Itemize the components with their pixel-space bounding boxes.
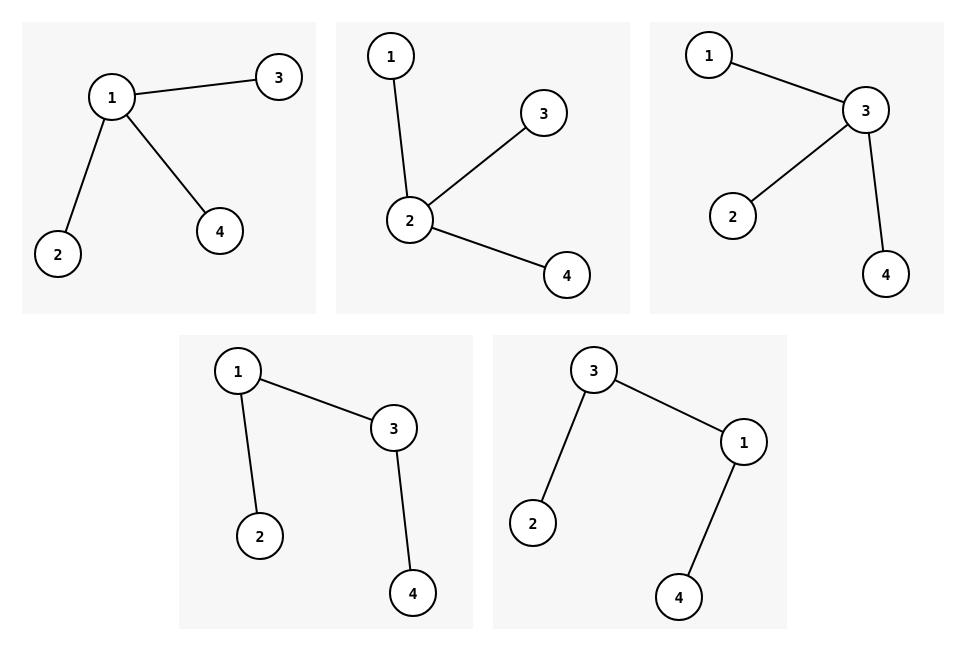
node-4: 4 bbox=[196, 207, 244, 255]
node-label: 3 bbox=[389, 420, 398, 438]
edge-1-3 bbox=[708, 54, 867, 111]
node-label: 3 bbox=[589, 362, 598, 380]
node-circle bbox=[389, 569, 437, 617]
edge-3-4 bbox=[865, 109, 887, 275]
node-4: 4 bbox=[389, 569, 437, 617]
node-circle bbox=[370, 404, 418, 452]
node-circle bbox=[509, 499, 557, 547]
node-label: 1 bbox=[386, 48, 395, 66]
node-circle bbox=[685, 31, 733, 79]
node-4: 4 bbox=[655, 573, 703, 621]
node-3: 3 bbox=[570, 346, 618, 394]
node-label: 3 bbox=[861, 102, 870, 120]
node-label: 1 bbox=[233, 363, 242, 381]
node-circle bbox=[214, 347, 262, 395]
node-circle bbox=[88, 73, 136, 121]
edge-1-4 bbox=[678, 441, 745, 598]
node-label: 1 bbox=[739, 434, 748, 452]
node-circle bbox=[570, 346, 618, 394]
node-2: 2 bbox=[709, 192, 757, 240]
node-circle bbox=[367, 32, 415, 80]
node-label: 2 bbox=[255, 528, 264, 546]
edge-1-4 bbox=[111, 96, 221, 232]
edge-1-2 bbox=[390, 55, 411, 221]
node-circle bbox=[720, 418, 768, 466]
edge-1-2 bbox=[57, 96, 113, 255]
node-2: 2 bbox=[509, 499, 557, 547]
edge-3-1 bbox=[593, 369, 745, 443]
node-4: 4 bbox=[862, 250, 910, 298]
node-circle bbox=[842, 86, 890, 134]
node-4: 4 bbox=[543, 251, 591, 299]
node-label: 3 bbox=[274, 69, 283, 87]
edge-3-2 bbox=[532, 369, 595, 524]
graph-panel-5: 1 2 3 4 bbox=[493, 335, 787, 629]
node-circle bbox=[34, 230, 82, 278]
node-label: 4 bbox=[215, 223, 224, 241]
node-label: 4 bbox=[881, 266, 890, 284]
node-circle bbox=[236, 512, 284, 560]
node-1: 1 bbox=[685, 31, 733, 79]
node-label: 4 bbox=[674, 589, 683, 607]
node-label: 4 bbox=[562, 267, 571, 285]
node-1: 1 bbox=[367, 32, 415, 80]
node-1: 1 bbox=[88, 73, 136, 121]
node-label: 1 bbox=[107, 89, 116, 107]
node-1: 1 bbox=[214, 347, 262, 395]
node-2: 2 bbox=[34, 230, 82, 278]
graph-panel-3: 1 2 3 4 bbox=[650, 22, 944, 314]
node-label: 2 bbox=[53, 246, 62, 264]
node-2: 2 bbox=[236, 512, 284, 560]
node-circle bbox=[655, 573, 703, 621]
node-3: 3 bbox=[370, 404, 418, 452]
node-circle bbox=[543, 251, 591, 299]
edge-2-4 bbox=[409, 219, 568, 276]
edge-3-2 bbox=[732, 109, 867, 217]
edge-1-3 bbox=[111, 76, 280, 98]
node-label: 4 bbox=[408, 585, 417, 603]
node-circle bbox=[196, 207, 244, 255]
node-label: 3 bbox=[539, 105, 548, 123]
graph-panel-2: 1 2 3 4 bbox=[336, 22, 630, 314]
node-label: 2 bbox=[405, 212, 414, 230]
node-circle bbox=[520, 89, 568, 137]
node-label: 1 bbox=[704, 47, 713, 65]
edge-1-3 bbox=[237, 370, 395, 429]
node-circle bbox=[386, 196, 434, 244]
node-1: 1 bbox=[720, 418, 768, 466]
edge-2-3 bbox=[409, 112, 545, 221]
node-circle bbox=[255, 53, 303, 101]
graph-panel-1: 1 2 3 4 bbox=[22, 22, 316, 314]
node-2: 2 bbox=[386, 196, 434, 244]
edge-3-4 bbox=[393, 427, 414, 594]
node-label: 2 bbox=[728, 208, 737, 226]
node-circle bbox=[709, 192, 757, 240]
edge-1-2 bbox=[237, 370, 261, 537]
node-label: 2 bbox=[528, 515, 537, 533]
node-3: 3 bbox=[842, 86, 890, 134]
graph-panel-4: 1 2 3 4 bbox=[179, 335, 473, 629]
node-circle bbox=[862, 250, 910, 298]
node-3: 3 bbox=[255, 53, 303, 101]
node-3: 3 bbox=[520, 89, 568, 137]
panel-background bbox=[493, 335, 787, 629]
